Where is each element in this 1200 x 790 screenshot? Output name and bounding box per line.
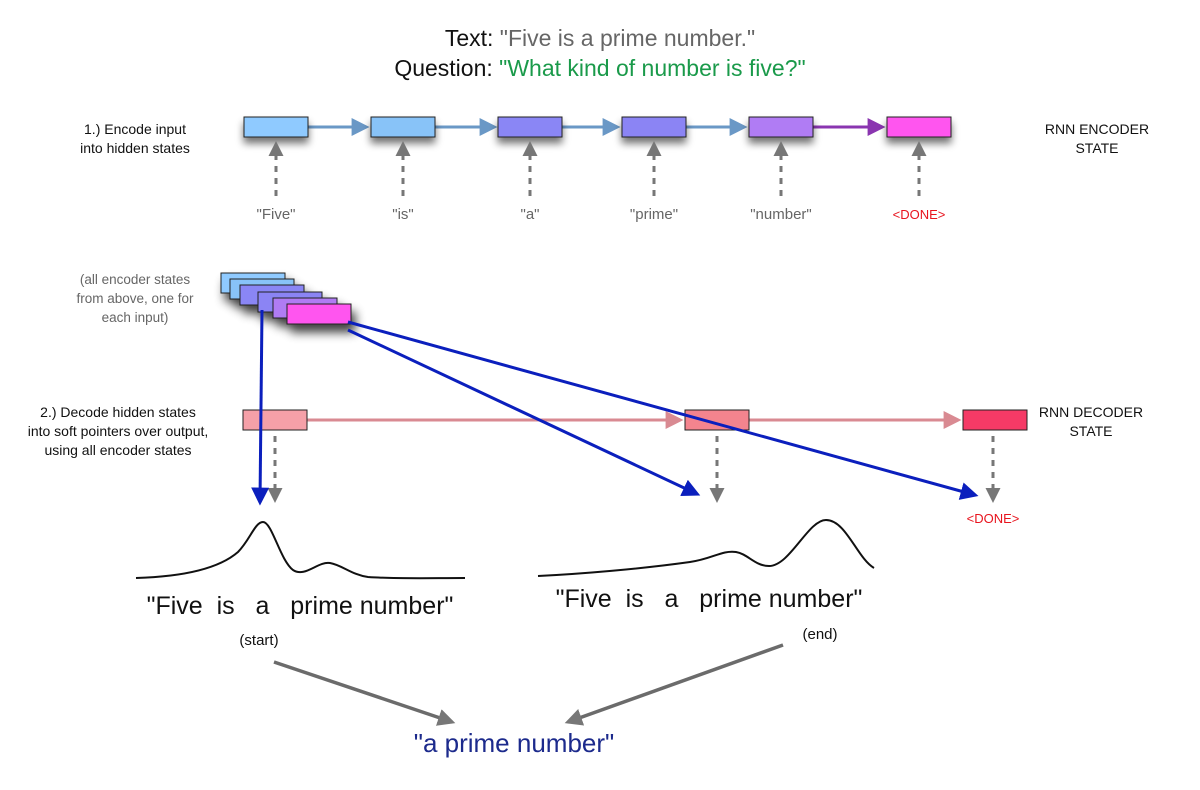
stacked-state-box [286,303,352,325]
question-value: "What kind of number is five?" [499,55,806,81]
token-is: "is" [392,206,413,223]
step2-label-line2: into soft pointers over output, [28,423,209,439]
end-sentence: "Five is a prime number" [556,585,863,613]
pointer-arrow-done [347,320,979,500]
token-a: "a" [521,206,540,223]
encoder-state-box [243,116,309,138]
encoder-tokens: "Five" "is" "a" "prime" "number" <DONE> [257,206,946,223]
decoder-state-label-line2: STATE [1069,423,1112,439]
start-label: (start) [239,632,278,649]
pointer-arrows [251,309,979,506]
sentence-word: a [665,585,679,613]
encoder-state-box [748,116,814,138]
sentence-word: is [626,585,644,613]
decoder-done-label: <DONE> [967,511,1020,526]
decoder-state-box [684,409,750,431]
start-distribution-curve [135,520,466,580]
sentence-word: prime [699,585,762,613]
sentence-word: is [217,592,235,620]
sentence-word: number" [769,585,863,613]
encoder-state-box [370,116,436,138]
encoder-state-box [497,116,563,138]
decoder-state-label-line1: RNN DECODER [1039,404,1143,420]
answer-arrows [273,643,784,726]
sentence-word: a [256,592,270,620]
sentence-word: prime [290,592,353,620]
step1-label-line2: into hidden states [80,140,190,156]
token-five: "Five" [257,206,296,223]
decoder-output-arrows [267,436,1001,503]
encoder-state-label-line1: RNN ENCODER [1045,121,1149,137]
end-to-answer-arrow [564,643,784,726]
sentence-word: "Five [556,585,612,613]
decoder-state-box [242,409,308,431]
end-label: (end) [802,626,837,643]
end-distribution-curve [537,518,875,577]
step1-label-line1: 1.) Encode input [84,121,186,137]
encoder-state-stack [220,272,352,325]
decoder-state-box [962,409,1028,431]
step2-label-line3: using all encoder states [44,442,191,458]
decoder-boxes [242,409,1028,431]
token-done: <DONE> [893,207,946,222]
encoder-state-label-line2: STATE [1075,140,1118,156]
pointer-arrow-end [347,328,701,497]
start-to-answer-arrow [273,660,456,726]
encoder-boxes [243,116,952,138]
stack-note-line1: (all encoder states [80,272,191,287]
encoder-input-arrows [268,141,927,196]
encoder-state-box [621,116,687,138]
start-sentence: "Five is a prime number" [147,592,454,620]
token-prime: "prime" [630,206,678,223]
token-number: "number" [750,206,812,223]
text-value: "Five is a prime number." [500,25,755,51]
sentence-word: number" [360,592,454,620]
stack-note-line2: from above, one for [76,291,194,306]
answer-text: "a prime number" [414,728,615,758]
pointer-arrow-start [251,309,270,506]
question-label: Question: [394,55,492,81]
text-label: Text: [445,25,494,51]
sentence-word: "Five [147,592,203,620]
step2-label-line1: 2.) Decode hidden states [40,404,196,420]
stack-note-line3: each input) [102,310,169,325]
encoder-state-box [886,116,952,138]
header-question-line: Question: "What kind of number is five?" [394,55,805,81]
header-text-line: Text: "Five is a prime number." [445,25,755,51]
